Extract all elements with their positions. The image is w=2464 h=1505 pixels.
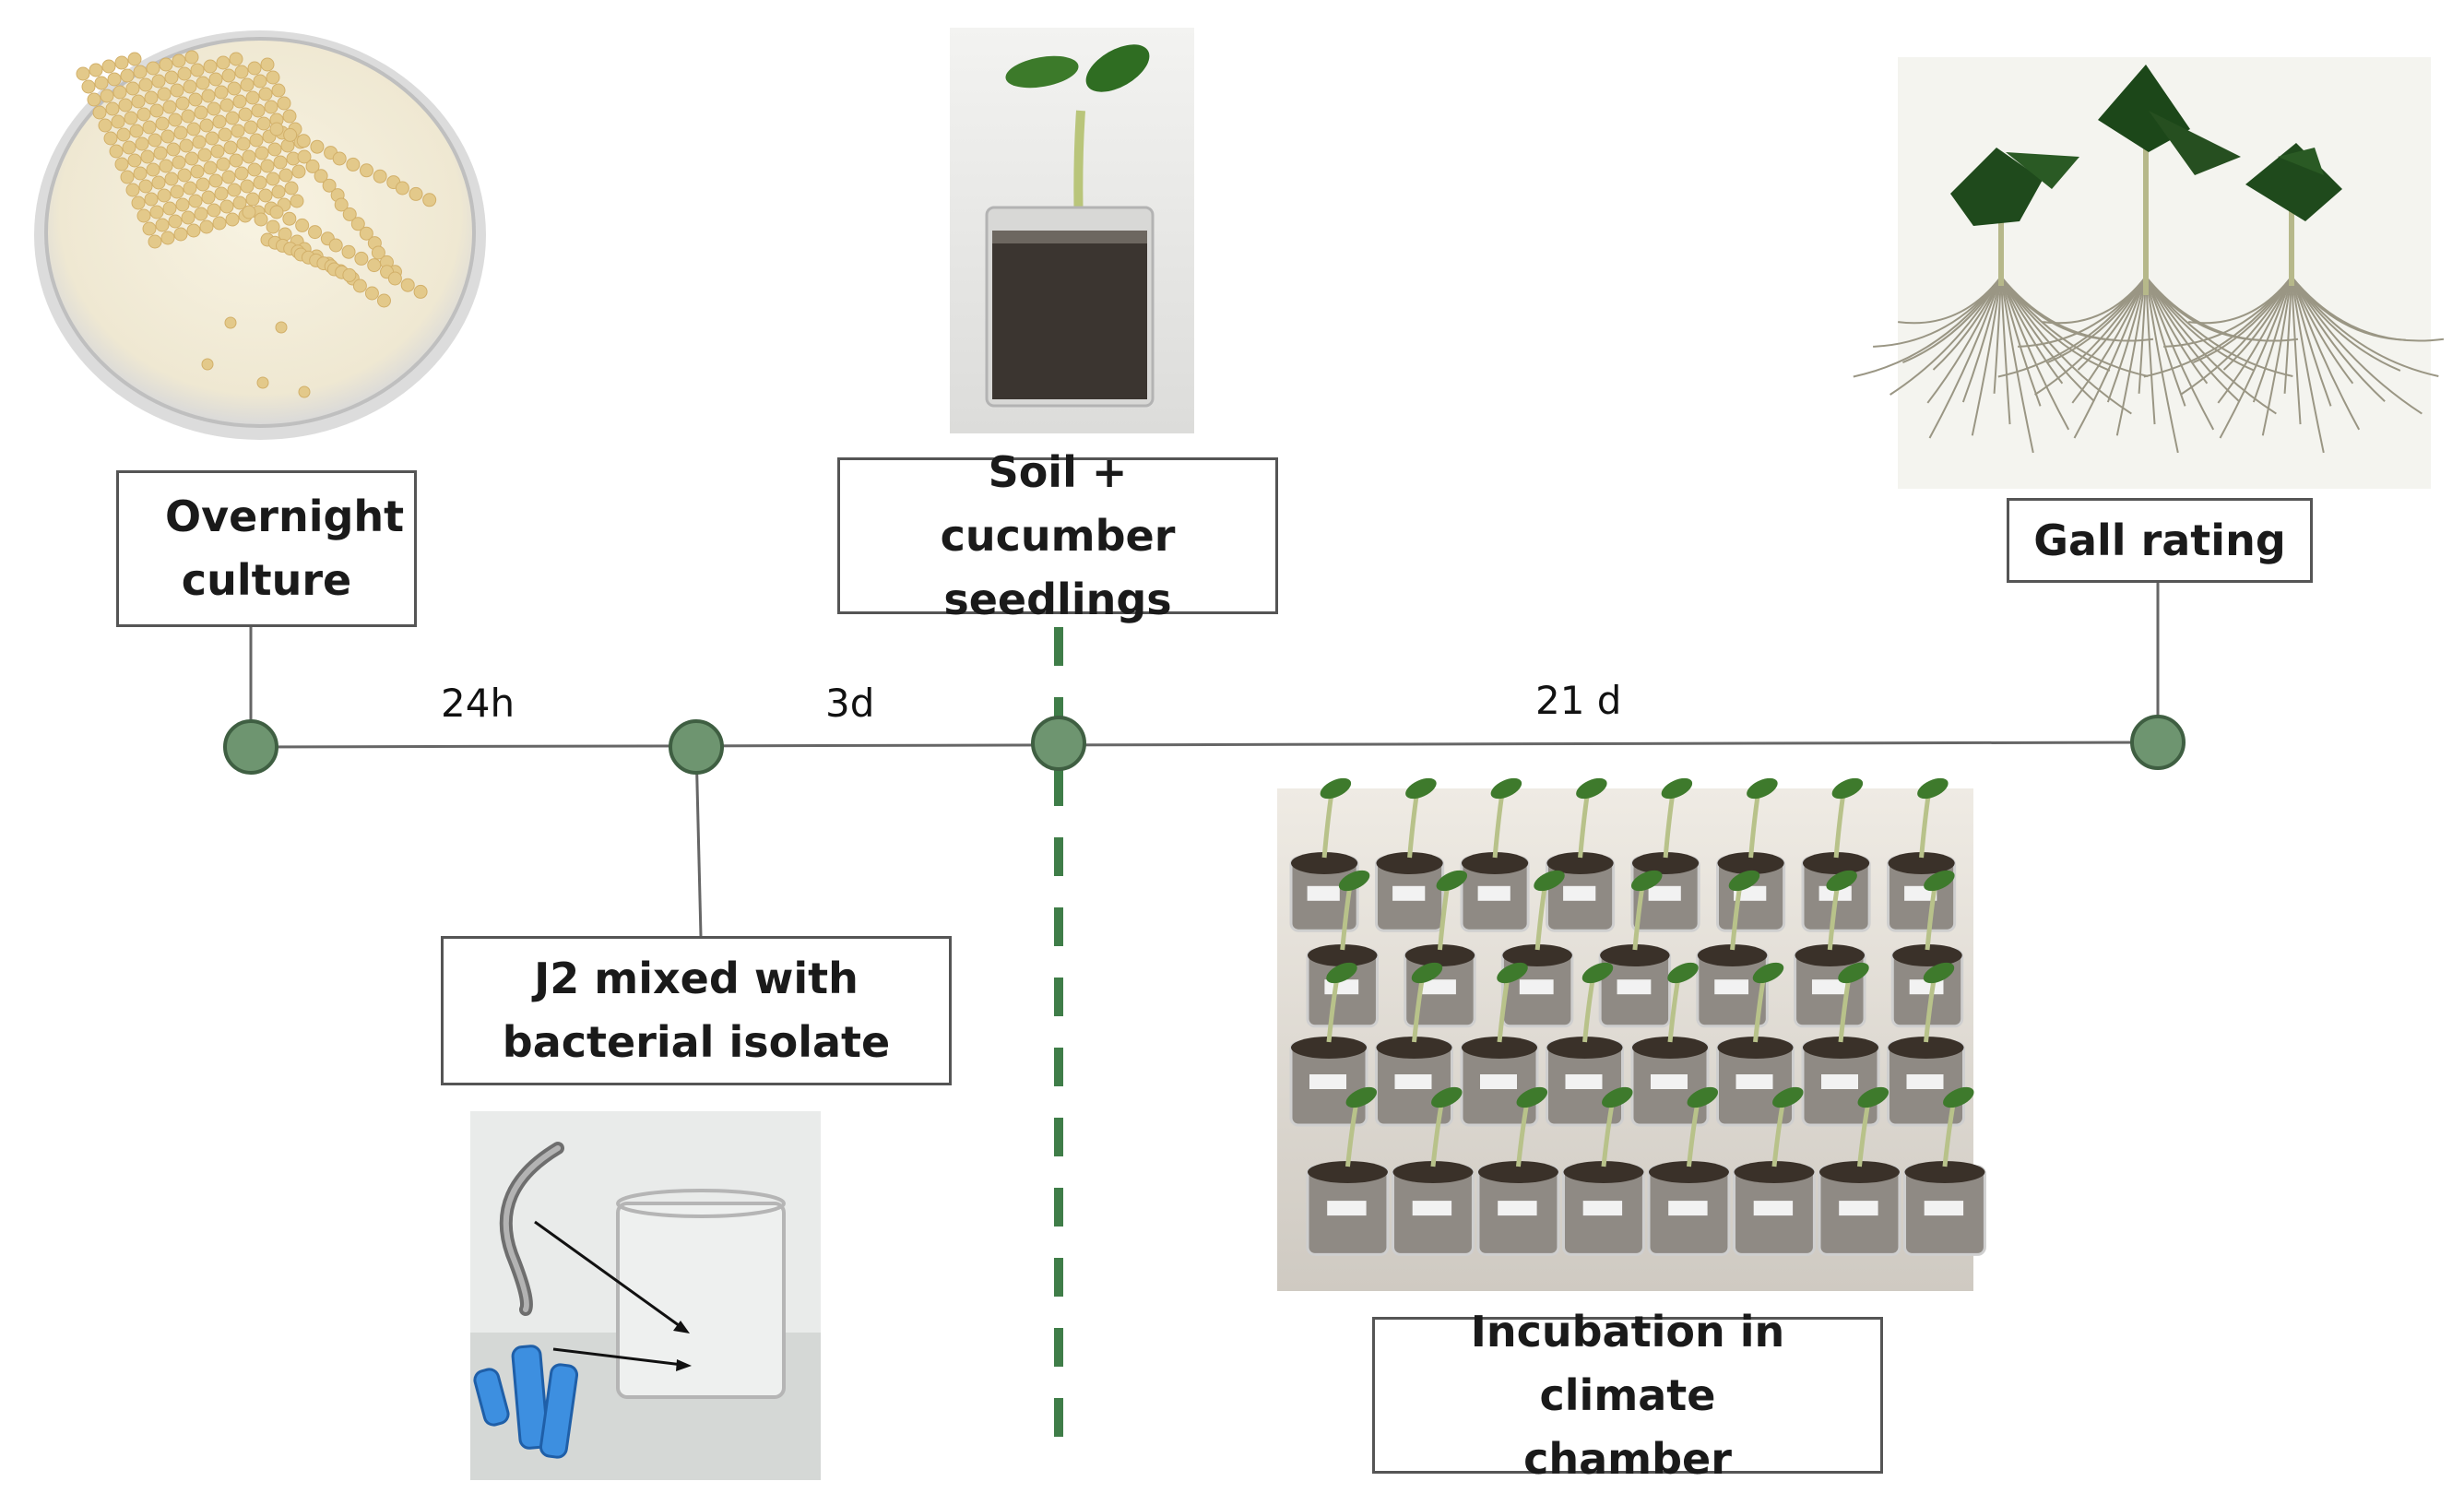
label-gall-rating: Gall rating bbox=[2007, 498, 2313, 583]
petri-dish-image bbox=[34, 30, 486, 440]
label-incubation: Incubation in climate chamber bbox=[1372, 1307, 1883, 1484]
duration-24h: 24h bbox=[441, 681, 515, 726]
timeline bbox=[223, 581, 2186, 1457]
seedling-cup-image bbox=[950, 28, 1194, 433]
label-j2-mixed: J2 mixed with bacterial isolate bbox=[441, 936, 952, 1085]
duration-21d: 21 d bbox=[1535, 678, 1622, 723]
label-gall-rating-text: Gall rating bbox=[2033, 515, 2286, 565]
timeline-node-overnight bbox=[223, 719, 278, 775]
climate-chamber-image bbox=[1277, 777, 1986, 1291]
connector-j2 bbox=[694, 746, 703, 937]
timeline-axis bbox=[250, 741, 2159, 749]
nematode-beaker-image bbox=[470, 1111, 821, 1480]
label-j2-mixed-text: J2 mixed with bacterial isolate bbox=[502, 954, 891, 1067]
plants-roots-image bbox=[1853, 57, 2445, 489]
label-incubation-text: Incubation in climate chamber bbox=[1470, 1306, 1785, 1484]
timeline-node-seedlings bbox=[1031, 716, 1086, 771]
label-overnight-culture: Overnight culture bbox=[116, 470, 417, 627]
label-overnight-culture-text: Overnight culture bbox=[165, 492, 405, 605]
timeline-node-j2 bbox=[669, 719, 724, 775]
label-soil-seedlings: Soil + cucumber seedlings bbox=[837, 447, 1278, 624]
duration-3d: 3d bbox=[825, 681, 875, 726]
timeline-node-gall bbox=[2130, 715, 2186, 770]
label-soil-seedlings-text: Soil + cucumber seedlings bbox=[940, 446, 1176, 624]
